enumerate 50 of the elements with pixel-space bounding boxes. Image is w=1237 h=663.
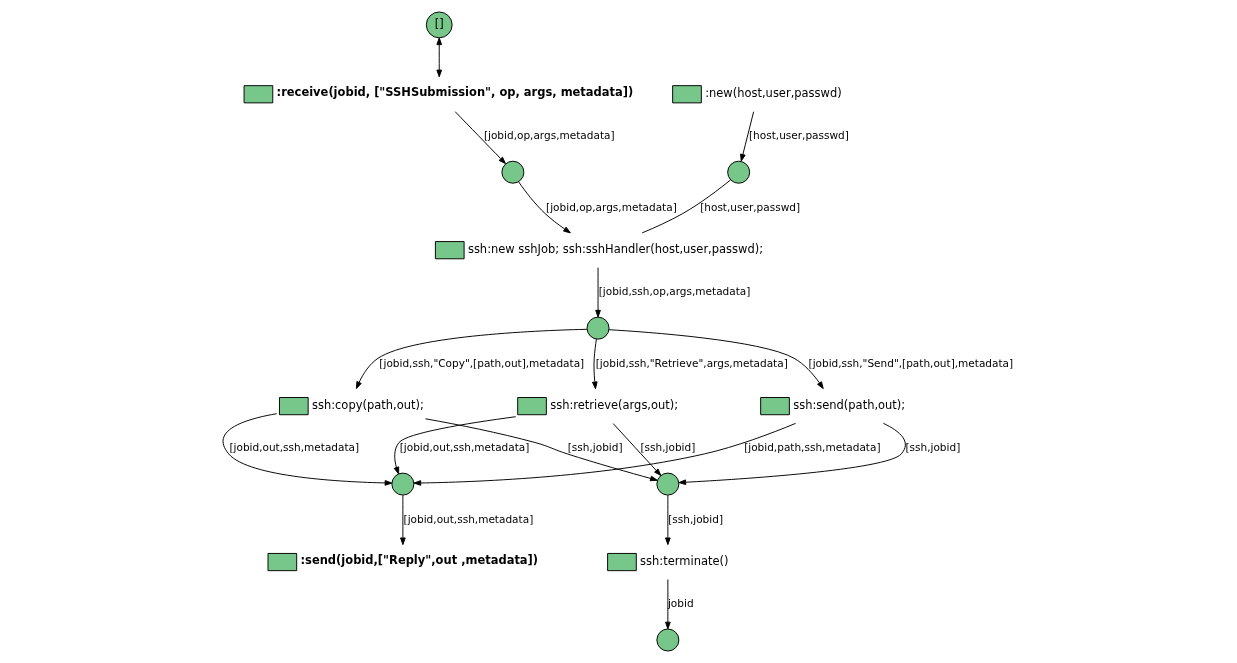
edge-label: [jobid,path,ssh,metadata] (744, 440, 881, 453)
arrow (665, 579, 671, 630)
arrow (436, 37, 443, 78)
edge-label: [jobid,out,ssh,metadata] (229, 440, 360, 453)
arrow (665, 494, 671, 546)
arrow (518, 181, 571, 234)
arrow (413, 422, 797, 486)
node-circle: [] (425, 11, 453, 39)
edge-label: [host,user,passwd] (748, 129, 849, 142)
node-label: ssh:new sshJob; ssh:sshHandler(host,user,passwd); (467, 242, 764, 257)
edge-label: [ssh,jobid] (640, 440, 696, 453)
arrow (355, 328, 588, 390)
node-circle (656, 472, 680, 496)
node-label: ssh:send(path,out); (793, 398, 906, 413)
edge-label: [jobid,op,args,metadata] (546, 200, 677, 213)
arrow (222, 413, 393, 486)
node-label: ssh:retrieve(args,out); (550, 398, 679, 413)
arrow (425, 418, 658, 482)
edge-label: [jobid,ssh,op,args,metadata] (598, 284, 751, 297)
edge-label: [ssh,jobid] (567, 440, 623, 453)
node-label: ssh:copy(path,out); (312, 398, 424, 413)
edge-label: [jobid,out,ssh,metadata] (399, 440, 530, 453)
arrow (740, 111, 755, 162)
edge-label: [jobid,ssh,"Send",[path,out],metadata] (808, 356, 1014, 369)
node-circle (656, 628, 680, 652)
arrow (393, 416, 517, 475)
node-label: ssh:terminate() (640, 554, 729, 569)
edge-label: jobid (667, 596, 694, 609)
node-circle (391, 472, 415, 496)
edge-label: [host,user,passwd] (700, 200, 801, 213)
edge-label: [jobid,out,ssh,metadata] (403, 512, 534, 525)
edge-label: [jobid,op,args,metadata] (483, 129, 615, 142)
node-label: :new(host,user,passwd) (705, 86, 842, 101)
node-circle (727, 160, 751, 184)
edge-label: [ssh,jobid] (668, 512, 724, 525)
node-label: :send(jobid,["Reply",out ,metadata]) (300, 553, 539, 568)
edge-label: [jobid,ssh,"Copy",[path,out],metadata] (379, 356, 585, 369)
arrow (678, 422, 906, 486)
arrow (608, 329, 824, 390)
node-circle (501, 160, 525, 184)
arrow (612, 423, 662, 476)
connector (641, 179, 732, 234)
node-label: :receive(jobid, ["SSHSubmission", op, args, metadata]) (276, 85, 634, 100)
arrow (592, 338, 598, 390)
arrow (595, 267, 601, 318)
edge-label: [jobid,ssh,"Retrieve",args,metadata] (595, 356, 788, 369)
node-circle (586, 316, 610, 340)
arrow (400, 494, 406, 546)
edge-label: [ssh,jobid] (905, 440, 961, 453)
arrow (454, 111, 506, 165)
